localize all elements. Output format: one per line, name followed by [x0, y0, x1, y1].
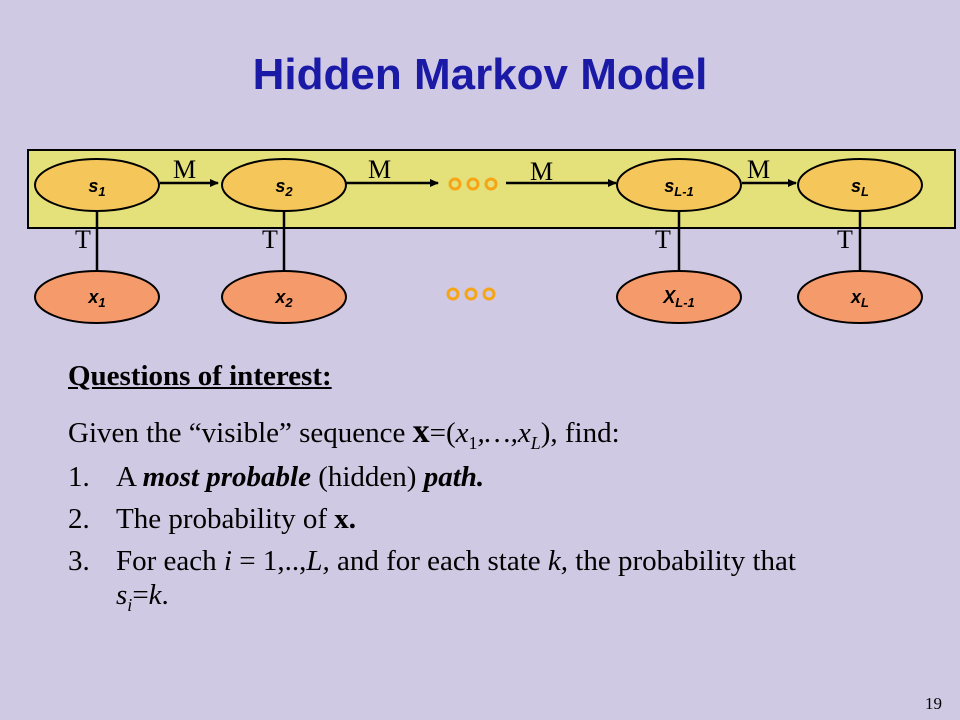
- slide-title: Hidden Markov Model: [252, 50, 708, 99]
- questions-heading: Questions of interest:: [68, 360, 332, 392]
- visible-node-label: XL-1: [662, 287, 695, 310]
- transition-label: M: [530, 157, 553, 186]
- band-ellipsis-dot: [466, 177, 480, 191]
- visible-ellipsis-dot: [482, 287, 496, 301]
- hidden-node-sL-1: [616, 158, 742, 212]
- list-item: 1. A most probable (hidden) path.: [68, 461, 485, 493]
- transition-label: M: [747, 155, 770, 184]
- visible-node-label: x1: [87, 287, 105, 310]
- visible-node-xL: [797, 270, 923, 324]
- transition-label: M: [173, 155, 196, 184]
- emission-label: T: [262, 225, 278, 254]
- given-sentence: Given the “visible” sequence x=(x1,…,xL)…: [68, 413, 620, 453]
- visible-node-x1: [34, 270, 160, 324]
- emission-label: T: [837, 225, 853, 254]
- questions-list: 1. A most probable (hidden) path. 2. The…: [68, 460, 828, 630]
- visible-node-x2: [221, 270, 347, 324]
- visible-ellipsis-dot: [446, 287, 460, 301]
- hidden-node-label: s2: [275, 176, 293, 199]
- hidden-node-label: sL: [851, 176, 869, 199]
- hidden-node-label: sL-1: [664, 176, 694, 199]
- transition-label: M: [368, 155, 391, 184]
- visible-node-label: xL: [850, 287, 869, 310]
- list-item: 2. The probability of x.: [68, 503, 357, 535]
- hidden-node-s1: [34, 158, 160, 212]
- visible-ellipsis-dot: [464, 287, 478, 301]
- hidden-node-label: s1: [88, 176, 105, 199]
- page-number: 19: [925, 694, 942, 713]
- emission-label: T: [655, 225, 671, 254]
- band-ellipsis-dot: [448, 177, 462, 191]
- visible-node-label: x2: [274, 287, 293, 310]
- hidden-node-sL: [797, 158, 923, 212]
- hidden-node-s2: [221, 158, 347, 212]
- emission-label: T: [75, 225, 91, 254]
- list-item: 3. For each i = 1,..,L, and for each sta…: [68, 545, 796, 615]
- band-ellipsis-dot: [484, 177, 498, 191]
- visible-node-xL-1: [616, 270, 742, 324]
